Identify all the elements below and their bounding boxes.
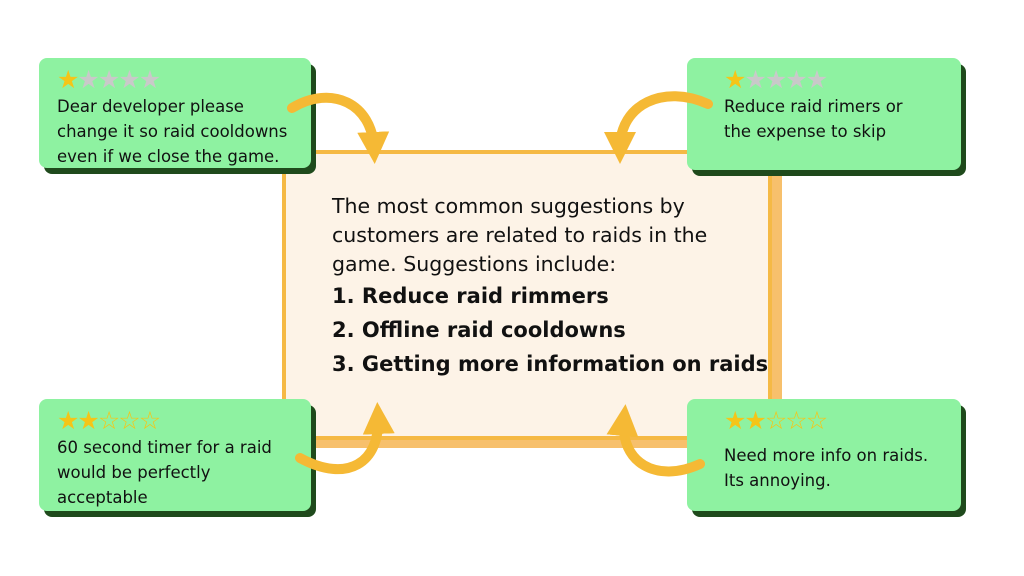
star-outline-icon: ☆ bbox=[805, 406, 828, 435]
star-filled-icon: ★ bbox=[57, 65, 79, 94]
summary-box bbox=[282, 150, 772, 440]
review-text: Reduce raid rimers or the expense to ski… bbox=[724, 97, 903, 141]
review-text: Dear developer please change it so raid … bbox=[57, 97, 288, 166]
star-empty-icon: ★ bbox=[805, 65, 828, 94]
star-rating: ★★☆☆☆ bbox=[724, 407, 951, 435]
star-rating: ★★★★★ bbox=[724, 66, 951, 94]
star-filled-icon: ★ bbox=[724, 406, 746, 435]
star-outline-icon: ☆ bbox=[118, 406, 140, 435]
star-rating: ★★★★★ bbox=[57, 66, 301, 94]
star-filled-icon: ★ bbox=[724, 65, 746, 94]
star-filled-icon: ★ bbox=[744, 406, 766, 435]
review-card-bottom-right: ★★☆☆☆ Need more info on raids. Its annoy… bbox=[687, 399, 961, 511]
summary-intro-line: game. Suggestions include: bbox=[332, 252, 617, 276]
summary-text: The most common suggestions by customers… bbox=[332, 192, 782, 381]
star-empty-icon: ★ bbox=[744, 65, 766, 94]
star-empty-icon: ★ bbox=[785, 65, 807, 94]
star-empty-icon: ★ bbox=[118, 65, 140, 94]
star-filled-icon: ★ bbox=[77, 406, 99, 435]
star-empty-icon: ★ bbox=[97, 65, 120, 94]
suggestion-item: 3. Getting more information on raids bbox=[332, 352, 769, 376]
suggestion-item: 1. Reduce raid rimmers bbox=[332, 284, 609, 308]
star-empty-icon: ★ bbox=[764, 65, 787, 94]
review-card-top-right: ★★★★★ Reduce raid rimers or the expense … bbox=[687, 58, 961, 170]
review-text: Need more info on raids. Its annoying. bbox=[724, 446, 929, 490]
summary-intro-line: The most common suggestions by bbox=[332, 194, 685, 218]
summary-intro-line: customers are related to raids in the bbox=[332, 223, 708, 247]
star-filled-icon: ★ bbox=[57, 406, 79, 435]
review-text: 60 second timer for a raid would be perf… bbox=[57, 438, 272, 507]
star-outline-icon: ☆ bbox=[785, 406, 807, 435]
review-card-top-left: ★★★★★ Dear developer please change it so… bbox=[39, 58, 311, 168]
star-outline-icon: ☆ bbox=[138, 406, 161, 435]
review-card-bottom-left: ★★☆☆☆ 60 second timer for a raid would b… bbox=[39, 399, 311, 511]
suggestion-item: 2. Offline raid cooldowns bbox=[332, 318, 626, 342]
star-empty-icon: ★ bbox=[138, 65, 161, 94]
star-outline-icon: ☆ bbox=[764, 406, 787, 435]
star-rating: ★★☆☆☆ bbox=[57, 407, 301, 435]
star-outline-icon: ☆ bbox=[97, 406, 120, 435]
star-empty-icon: ★ bbox=[77, 65, 99, 94]
